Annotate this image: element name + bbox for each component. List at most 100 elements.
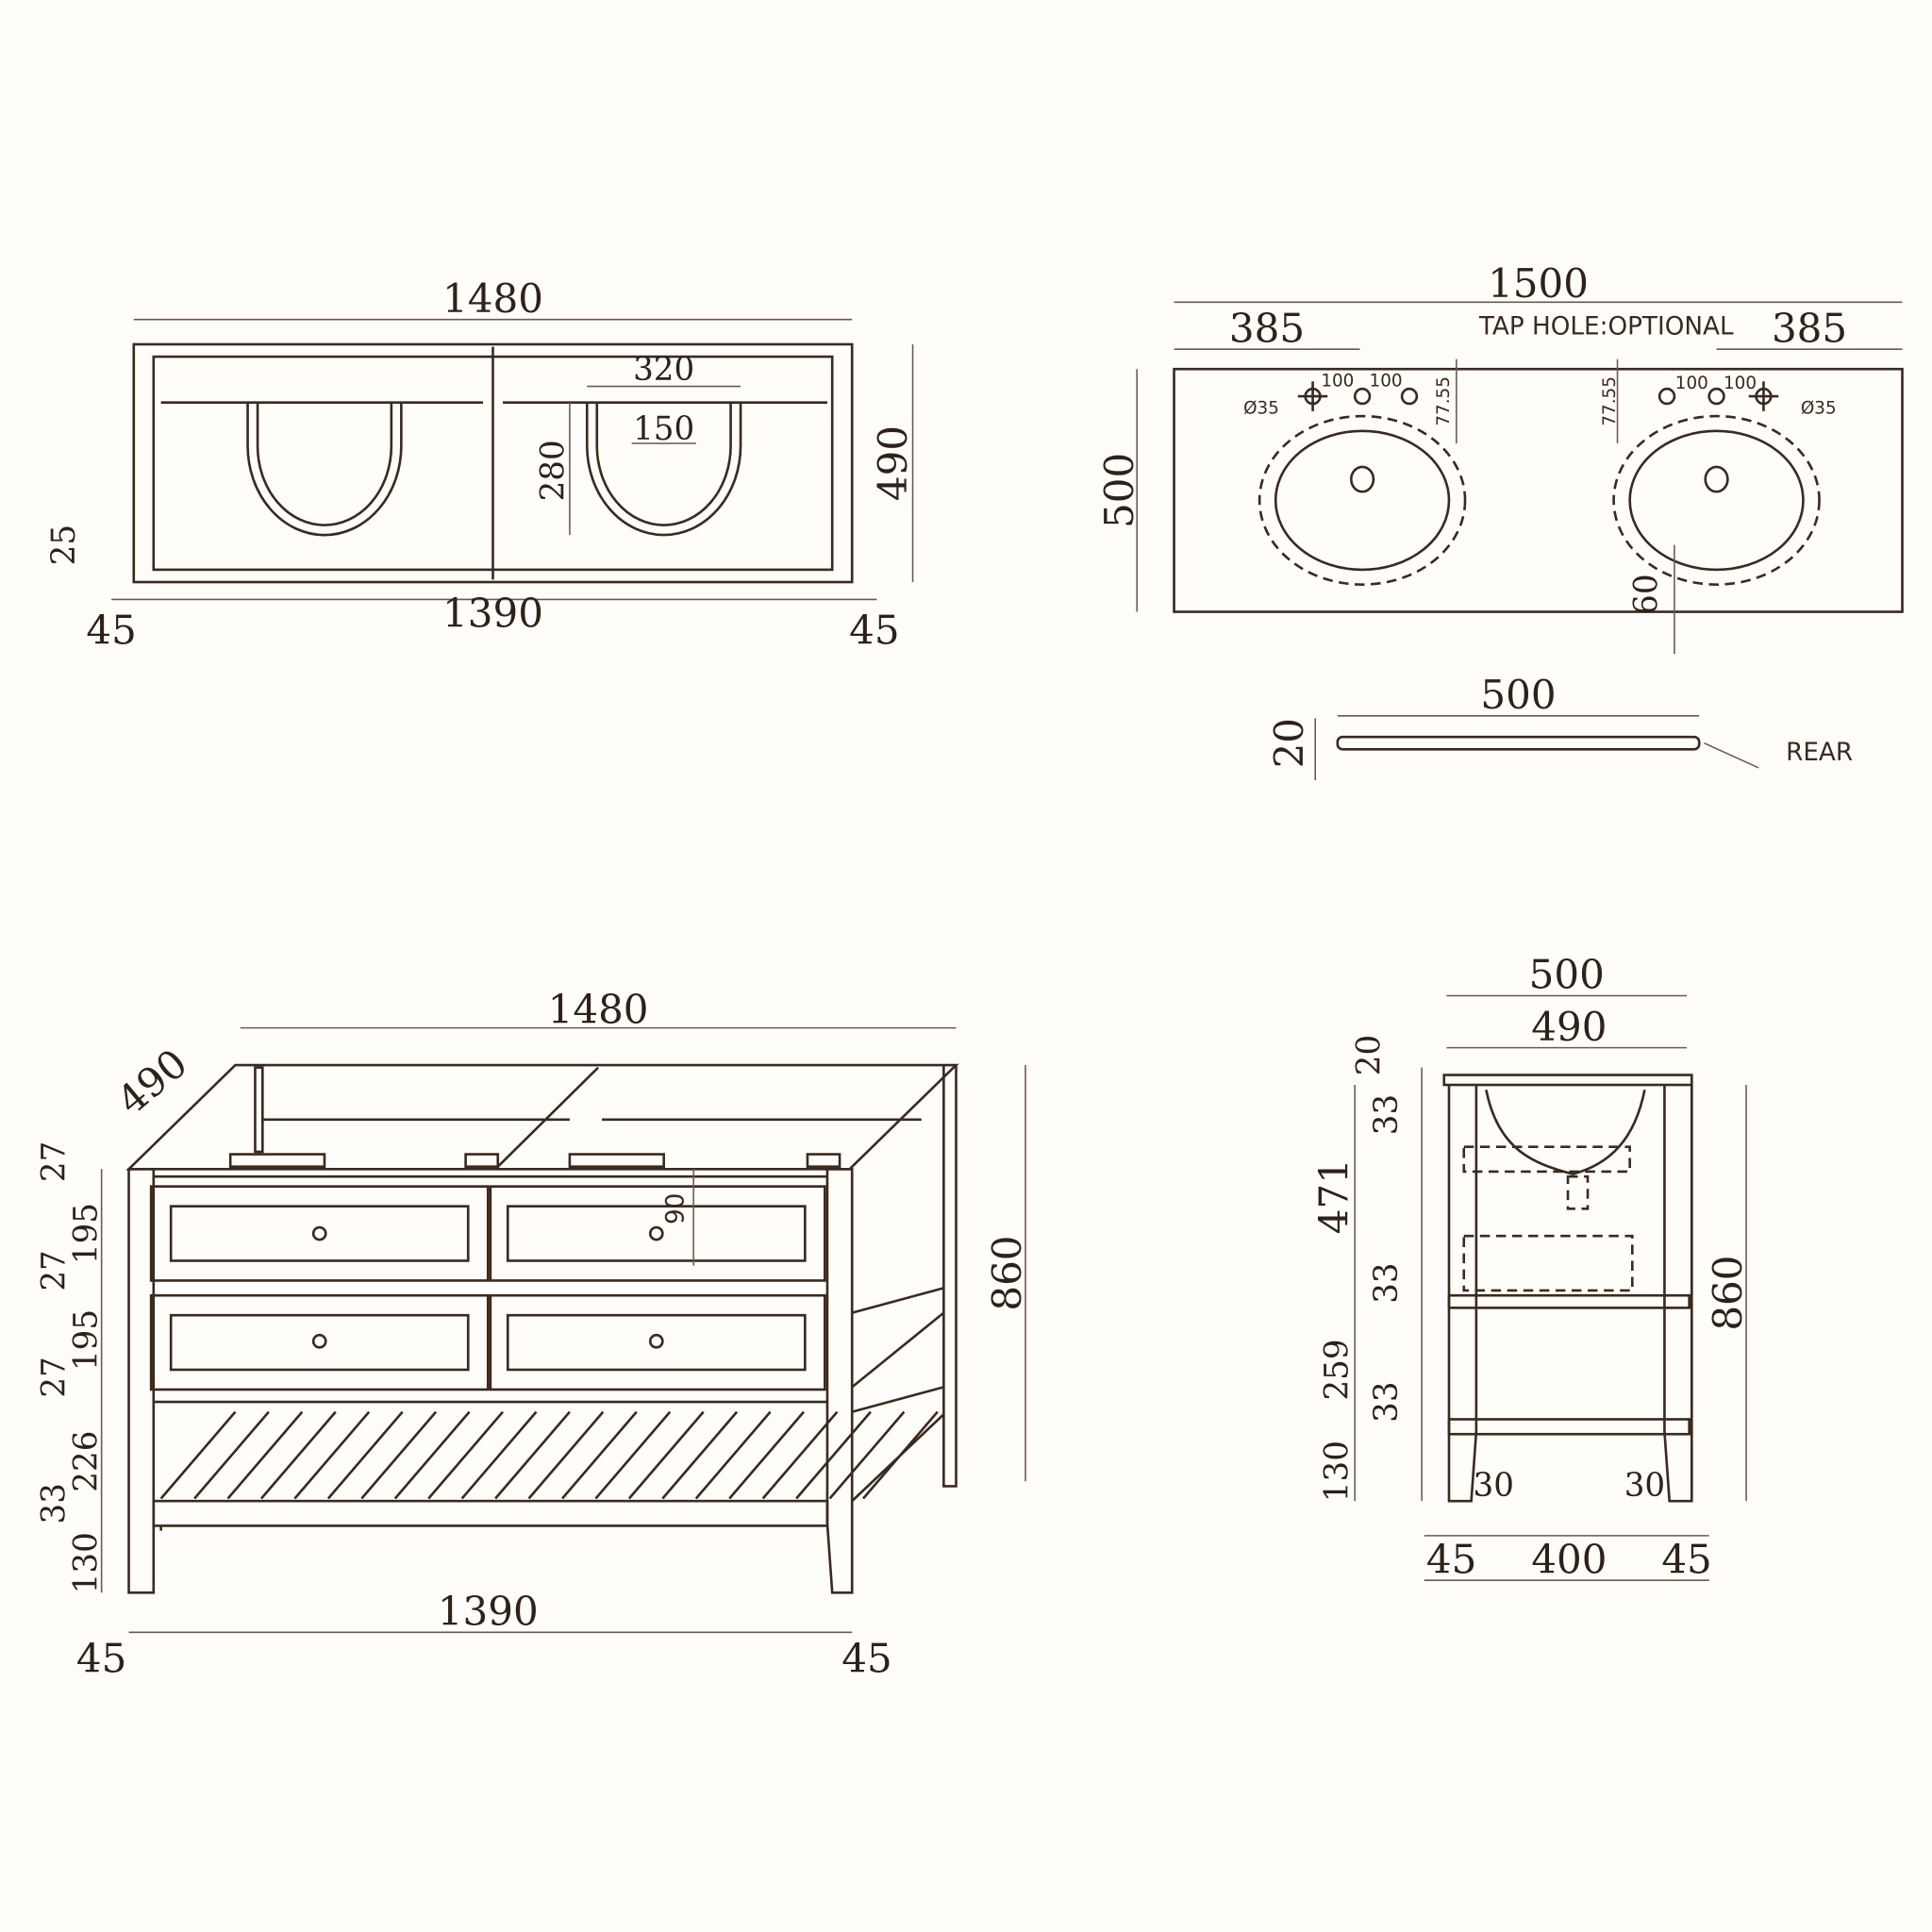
drawer-bottom-right[interactable] [489,1293,826,1391]
countertop-outline [1173,367,1904,613]
shelf-slat [360,1410,438,1500]
shelf-slat [527,1410,605,1500]
top-view: 1500 385 385 TAP HOLE:OPTIONAL 100 100 1… [1096,260,1904,781]
tap-holes [1297,381,1779,411]
drawer-panel [506,1205,807,1262]
bracket [806,1153,841,1168]
dim-front-inner-width: 1390 [438,1588,539,1634]
dim-side-leg-left: 45 [1426,1536,1476,1582]
drawer-panel [169,1205,470,1262]
shelf-slat [795,1410,872,1500]
dim-basin-depth: 280 [534,440,572,501]
dim-height: 195 [67,1309,105,1371]
dim-drain-width: 150 [633,410,694,448]
tap-spacing: 100 [1370,372,1403,391]
drawer-bottom-left[interactable] [149,1293,490,1391]
hole-diameter-right: Ø35 [1801,398,1837,418]
dim-front-margin: 60 [1628,574,1666,614]
tap-spacing: 100 [1321,372,1354,391]
dim-height: 27 [35,1141,73,1182]
shelf-slat [828,1410,906,1500]
dim-top-right: 385 [1772,305,1847,351]
dim-profile-width: 500 [1480,672,1556,718]
basin-rim-right [1612,414,1821,586]
dim-side-top-depth: 500 [1529,952,1605,998]
dim-front-width: 1480 [548,986,649,1032]
knob-icon [311,1333,327,1349]
basin-cutout-left [246,402,403,537]
shelf-slat [594,1410,672,1500]
dim-side-rail-top: 33 [1368,1094,1406,1135]
dim-height: 27 [35,1357,73,1397]
dim-rail: 25 [45,525,83,565]
front-view: 1480 490 90 860 27 195 27 195 27 226 33 … [35,986,1029,1681]
basin-right [1628,429,1805,572]
dim-front-right: 45 [841,1635,891,1681]
bracket [568,1153,665,1168]
tap-hole-note: TAP HOLE:OPTIONAL [1478,312,1734,341]
side-basin [1485,1090,1646,1175]
dim-top-width: 1500 [1488,260,1589,307]
dim-side-rail-mid: 33 [1368,1262,1406,1303]
tap-offset-left: 77.55 [1434,376,1454,426]
dim-basin-width: 320 [633,351,694,389]
rear-label: REAR [1786,739,1853,767]
side-countertop [1442,1074,1693,1087]
side-view: 500 490 860 20 33 471 33 259 33 130 30 3… [1310,952,1750,1583]
dim-plan-depth: 490 [870,425,916,501]
slatted-shelf [159,1410,939,1500]
dim-handle-offset: 90 [662,1193,691,1224]
drawer-top-right[interactable] [489,1185,826,1282]
side-legs [1447,1085,1693,1503]
drawer-panel [506,1313,807,1372]
dim-plan-left: 45 [86,608,136,654]
knob-icon [648,1225,664,1241]
right-leg [825,1167,854,1594]
plan-view: 1480 320 150 280 490 25 1390 45 45 [45,275,916,654]
tap-offset-right: 77.55 [1600,376,1620,426]
knob-icon [311,1225,327,1241]
lower-drawer-hidden [1462,1234,1634,1292]
dim-side-top-thickness: 20 [1350,1035,1388,1075]
dim-height: 195 [67,1203,105,1264]
bracket [228,1153,326,1168]
dim-side-leg-right: 45 [1661,1536,1711,1582]
shelf-slat [561,1410,638,1500]
shelf-slat [293,1410,371,1500]
basin-rim-left [1257,414,1467,586]
shelf-slat [393,1410,471,1500]
dim-front-height: 860 [984,1235,1030,1310]
drawer-top-left[interactable] [149,1185,490,1282]
basin-cutout-right [585,402,742,537]
dim-top-left: 385 [1229,305,1305,351]
shelf-slat [627,1410,705,1500]
tap-spacing: 100 [1724,374,1757,393]
dim-leg-taper-right: 30 [1624,1467,1665,1505]
shelf-slat [427,1410,505,1500]
dim-thickness: 20 [1266,718,1312,768]
dim-plan-inner-width: 1390 [442,590,543,636]
dim-side-height: 860 [1705,1255,1751,1330]
dim-height: 33 [35,1483,73,1524]
shelf-slat [728,1410,806,1500]
drain-left [1349,465,1375,493]
back-post [254,1066,264,1154]
shelf-slat [761,1410,839,1500]
drain-hidden [1566,1174,1590,1210]
dim-side-inner-depth: 400 [1531,1536,1607,1582]
upper-drawer-hidden [1462,1145,1631,1174]
dim-leg-taper-left: 30 [1474,1467,1514,1505]
shelf-slat [326,1410,404,1500]
dim-side-depth: 490 [1531,1004,1607,1050]
basin-cutout-left-inner [256,402,393,526]
basin-cutout-right-inner [595,402,732,526]
left-leg [127,1167,156,1594]
dim-height: 27 [35,1250,73,1291]
dim-plan-right: 45 [849,608,899,654]
shelf-slat [226,1410,304,1500]
dim-height: 226 [67,1431,105,1492]
rear-leader [1704,741,1759,769]
dim-side-drawer-zone: 471 [1310,1158,1357,1234]
